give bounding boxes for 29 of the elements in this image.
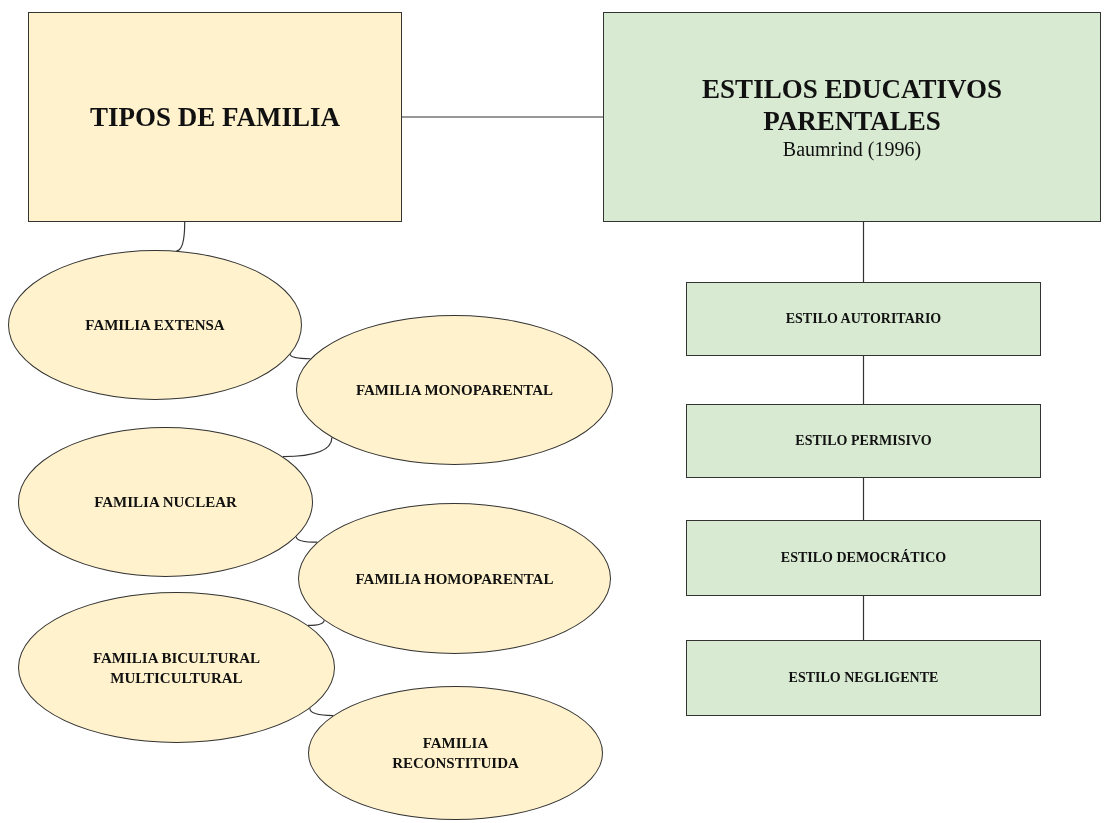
connector-line	[862, 477, 865, 521]
title-box	[28, 12, 402, 222]
style-box	[686, 404, 1041, 478]
connector-line	[282, 436, 333, 458]
node-label: ESTILO PERMISIVO	[794, 432, 933, 450]
node-label: ESTILO NEGLIGENTE	[787, 669, 940, 687]
connector-line	[401, 116, 604, 118]
style-box	[686, 282, 1041, 356]
node-label: FAMILIA RECONSTITUIDA	[391, 734, 520, 773]
node-label: FAMILIA BICULTURAL MULTICULTURAL	[91, 648, 262, 688]
node-label: FAMILIA EXTENSA	[84, 316, 226, 335]
connector-line	[862, 221, 865, 283]
connector-line	[295, 536, 318, 543]
connector-line	[307, 619, 325, 626]
style-box	[686, 640, 1041, 716]
connector-line	[289, 353, 312, 360]
style-box	[686, 520, 1041, 596]
node-label: TIPOS DE FAMILIA	[89, 101, 341, 133]
citation-text: Baumrind (1996)	[782, 137, 922, 161]
connector-line	[862, 355, 865, 405]
node-label: FAMILIA NUCLEAR	[93, 493, 238, 512]
connector-line	[309, 707, 334, 717]
connector-line	[862, 595, 865, 641]
node-label: ESTILO AUTORITARIO	[784, 310, 943, 328]
title-box	[603, 12, 1101, 222]
node-label: FAMILIA MONOPARENTAL	[354, 381, 555, 400]
node-label: ESTILO DEMOCRÁTICO	[779, 549, 948, 567]
node-label: ESTILOS EDUCATIVOS PARENTALES	[701, 73, 1003, 137]
node-label: FAMILIA HOMOPARENTAL	[354, 569, 555, 589]
